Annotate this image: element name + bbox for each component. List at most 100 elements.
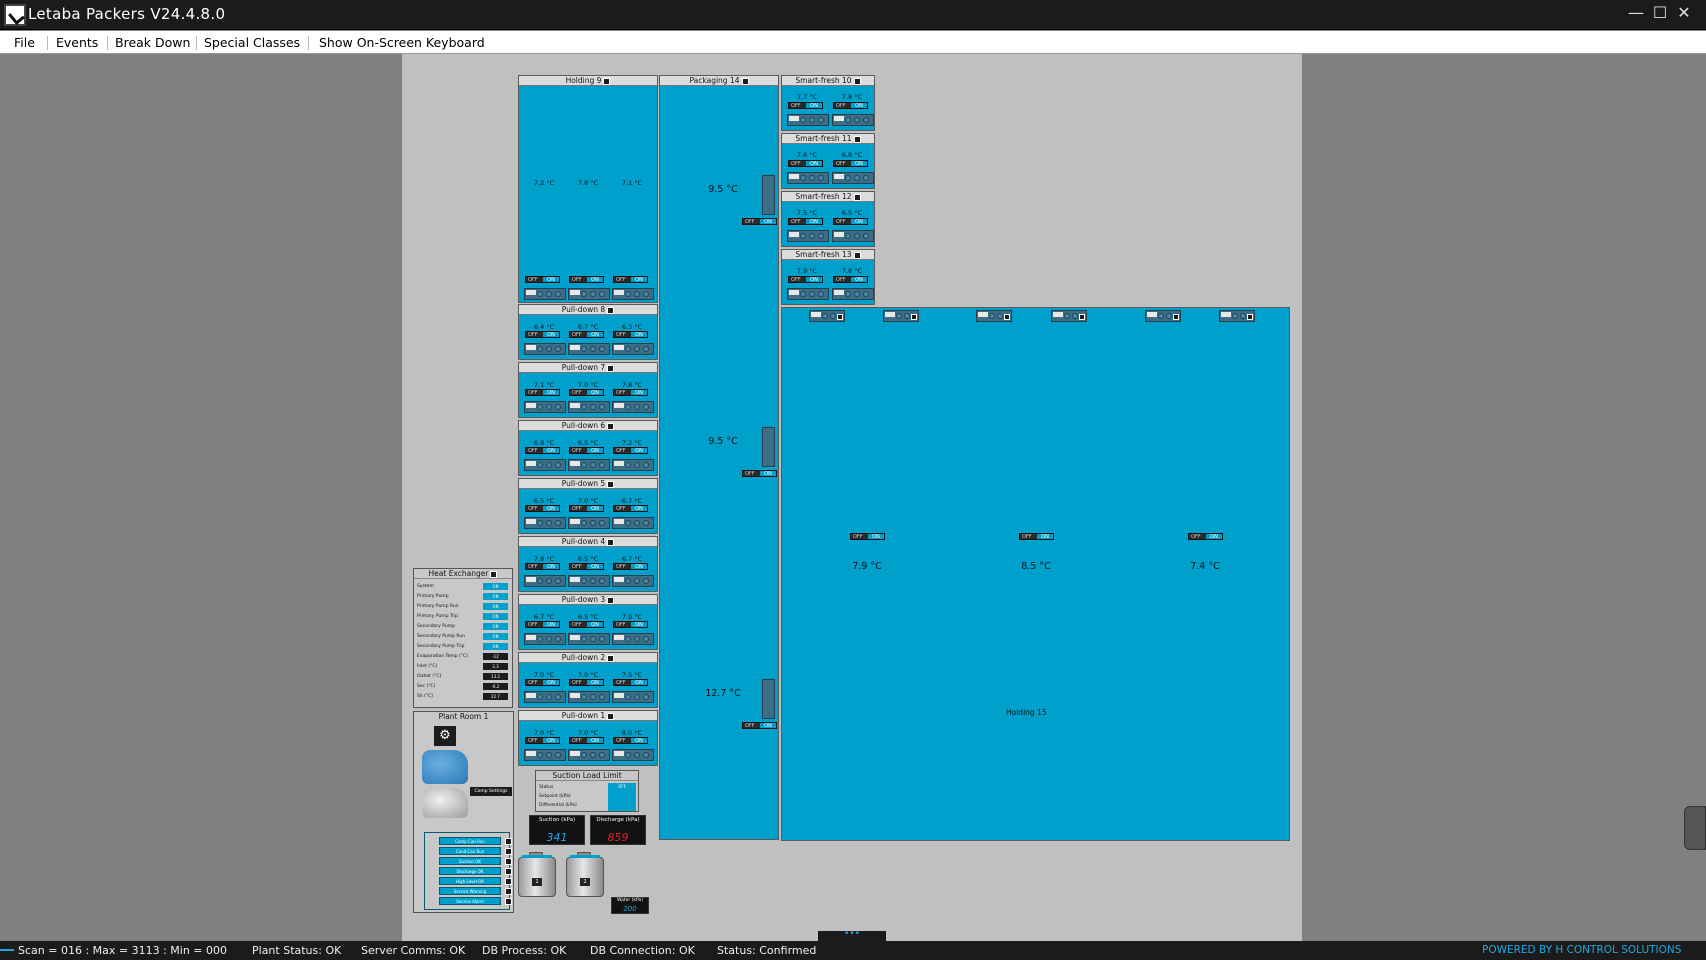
lamp-checkbox[interactable] [505, 858, 512, 865]
fan-unit-icon[interactable] [612, 575, 654, 587]
parameter-value[interactable]: ON [483, 643, 508, 650]
parameter-value[interactable]: ON [483, 593, 508, 600]
parameter-value[interactable]: ON [483, 613, 508, 620]
lamp-checkbox[interactable] [505, 888, 512, 895]
fan-unit-icon[interactable] [524, 517, 566, 529]
enable-checkbox[interactable] [607, 596, 615, 604]
comp-settings-button[interactable]: Comp Settings [470, 787, 512, 796]
lamp-checkbox[interactable] [505, 898, 512, 905]
enable-checkbox[interactable] [741, 77, 749, 85]
fan-unit-icon[interactable] [612, 459, 654, 471]
fan-unit-icon[interactable] [612, 343, 654, 355]
fan-unit-icon[interactable] [568, 343, 610, 355]
lamp-checkbox[interactable] [505, 878, 512, 885]
enable-checkbox[interactable] [607, 712, 615, 720]
lamp-checkbox[interactable] [505, 838, 512, 845]
fan-unit-icon[interactable] [832, 114, 874, 126]
lamp-checkbox[interactable] [505, 848, 512, 855]
fan-unit-icon[interactable] [612, 517, 654, 529]
fan-unit-icon[interactable] [612, 633, 654, 645]
fan-unit-icon[interactable] [832, 172, 874, 184]
enable-checkbox[interactable] [607, 654, 615, 662]
enable-checkbox[interactable] [603, 77, 611, 85]
minimize-icon[interactable]: — [1628, 3, 1644, 22]
fan-unit-icon[interactable] [612, 749, 654, 761]
fan-unit-icon[interactable] [524, 633, 566, 645]
fan-unit-icon[interactable] [568, 517, 610, 529]
enable-checkbox[interactable] [607, 306, 615, 314]
probe-unit-icon[interactable] [976, 310, 1012, 322]
enable-checkbox[interactable] [607, 364, 615, 372]
menu-events[interactable]: Events [56, 35, 99, 50]
fan-unit-icon[interactable] [568, 633, 610, 645]
fan-unit-icon[interactable] [568, 459, 610, 471]
fan-unit-icon[interactable] [524, 459, 566, 471]
close-icon[interactable]: ✕ [1677, 3, 1691, 22]
fan-unit-icon[interactable] [832, 288, 874, 300]
enable-checkbox[interactable] [607, 480, 615, 488]
menu-special-classes[interactable]: Special Classes [204, 35, 301, 50]
fan-unit-icon[interactable] [524, 343, 566, 355]
fan-unit-icon[interactable] [612, 691, 654, 703]
parameter-value[interactable]: ON [483, 633, 508, 640]
lamp-checkbox[interactable] [505, 868, 512, 875]
settings-gear-icon[interactable]: ⚙ [434, 726, 456, 746]
side-panel-toggle-icon[interactable] [1684, 806, 1706, 850]
fan-unit-icon[interactable] [524, 749, 566, 761]
enable-checkbox[interactable] [607, 422, 615, 430]
parameter-value[interactable]: ON [483, 623, 508, 630]
parameter-value[interactable]: ON [483, 603, 508, 610]
fan-unit-icon[interactable] [568, 749, 610, 761]
suction-status-value[interactable]: OFF [608, 783, 636, 811]
fan-unit-icon[interactable] [787, 114, 829, 126]
menu-file[interactable]: File [14, 35, 35, 50]
vertical-fan-icon[interactable] [762, 427, 775, 467]
fan-unit-icon[interactable] [787, 288, 829, 300]
condenser-icon[interactable] [422, 788, 468, 818]
enable-checkbox[interactable] [853, 77, 861, 85]
probe-unit-icon[interactable] [1051, 310, 1087, 322]
fan-unit-icon[interactable] [612, 401, 654, 413]
parameter-value[interactable]: ON [483, 583, 508, 590]
vertical-fan-icon[interactable] [762, 679, 775, 719]
fan-unit-icon[interactable] [568, 401, 610, 413]
fan-unit-icon[interactable] [787, 230, 829, 242]
water-tank-icon[interactable]: 1 [518, 852, 556, 904]
vertical-fan-icon[interactable] [762, 175, 775, 215]
probe-unit-icon[interactable] [809, 310, 845, 322]
enable-checkbox[interactable] [853, 193, 861, 201]
enable-checkbox[interactable] [853, 251, 861, 259]
